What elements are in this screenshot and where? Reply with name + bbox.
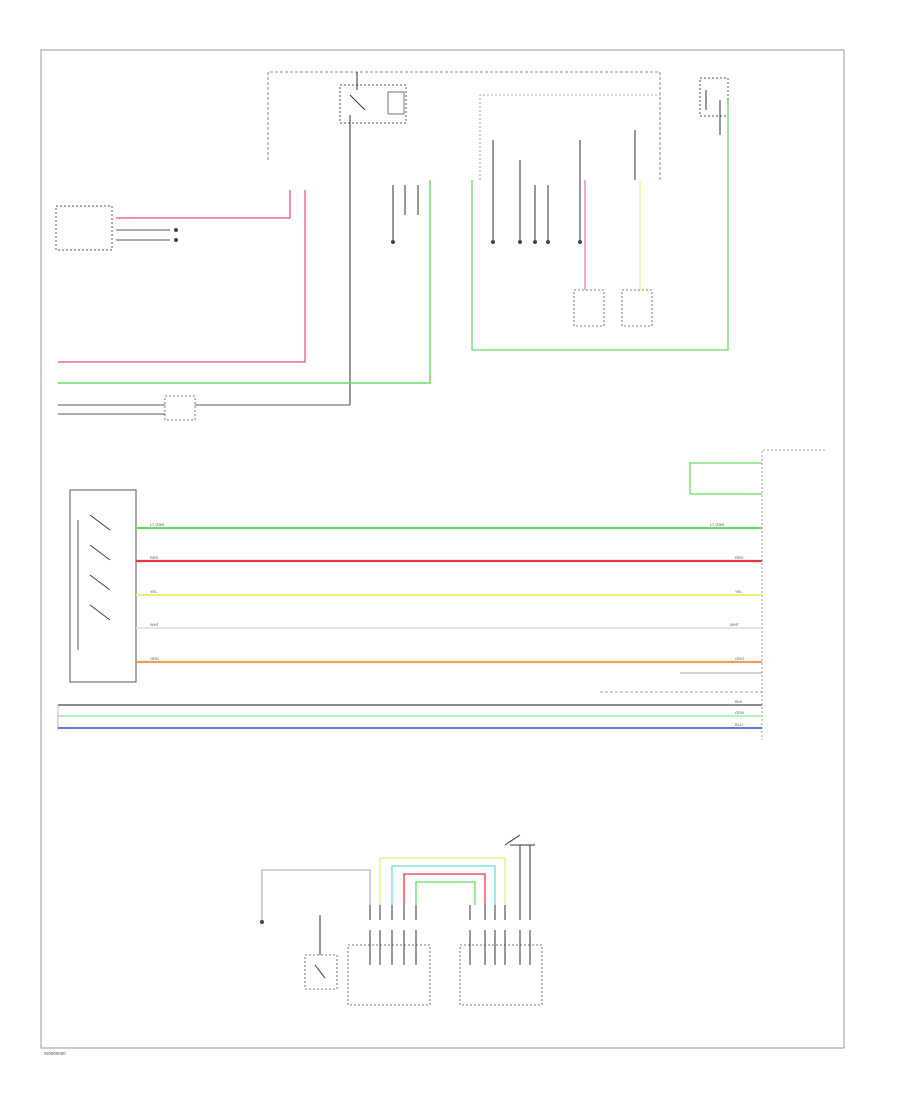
label-org-left: ORG bbox=[150, 656, 159, 661]
bottom-module-center bbox=[347, 944, 431, 1006]
label-org-right: ORG bbox=[735, 656, 744, 661]
wire-pink-top bbox=[116, 190, 291, 219]
bottom-switch bbox=[304, 954, 338, 990]
wire-red-bottom bbox=[403, 873, 486, 905]
label-blu: BLU bbox=[735, 722, 743, 727]
label-yel-right: YEL bbox=[735, 589, 743, 594]
label-blk: BLK bbox=[735, 699, 743, 704]
wire-yellow-bottom bbox=[379, 857, 506, 905]
top-circuit bbox=[55, 71, 729, 421]
relay-box bbox=[339, 84, 407, 124]
label-wht-left: WHT bbox=[150, 622, 160, 627]
switch-module bbox=[69, 489, 137, 683]
wire-green-right-loop bbox=[689, 462, 762, 495]
wire-green-loop bbox=[471, 100, 729, 351]
wire-cyan-bottom bbox=[391, 865, 496, 905]
top-right-relay bbox=[699, 77, 729, 117]
label-red-right: RED bbox=[735, 555, 744, 560]
wire-green-bottom bbox=[415, 881, 476, 905]
switch-right bbox=[621, 289, 653, 327]
wire-green-top bbox=[58, 180, 431, 384]
bottom-circuit bbox=[260, 834, 543, 1006]
label-red-left: RED bbox=[150, 555, 159, 560]
left-switch-box bbox=[164, 395, 196, 421]
switch-left bbox=[573, 289, 605, 327]
wire-red-top bbox=[58, 190, 306, 363]
label-grn: GRN bbox=[735, 710, 744, 715]
label-lt-grn-right: LT GRN bbox=[710, 522, 724, 527]
label-wht-right: WHT bbox=[730, 622, 740, 627]
label-yel-left: YEL bbox=[150, 589, 158, 594]
right-module-bracket bbox=[761, 449, 825, 740]
footer-code: W0000000 bbox=[44, 1051, 66, 1056]
middle-circuit: LT GRN LT GRN RED RED YEL YEL WHT WHT OR… bbox=[57, 449, 825, 740]
diagram-frame bbox=[40, 49, 845, 1049]
bottom-module-right bbox=[459, 944, 543, 1006]
label-lt-grn-left: LT GRN bbox=[150, 522, 164, 527]
left-module-box bbox=[55, 205, 113, 251]
